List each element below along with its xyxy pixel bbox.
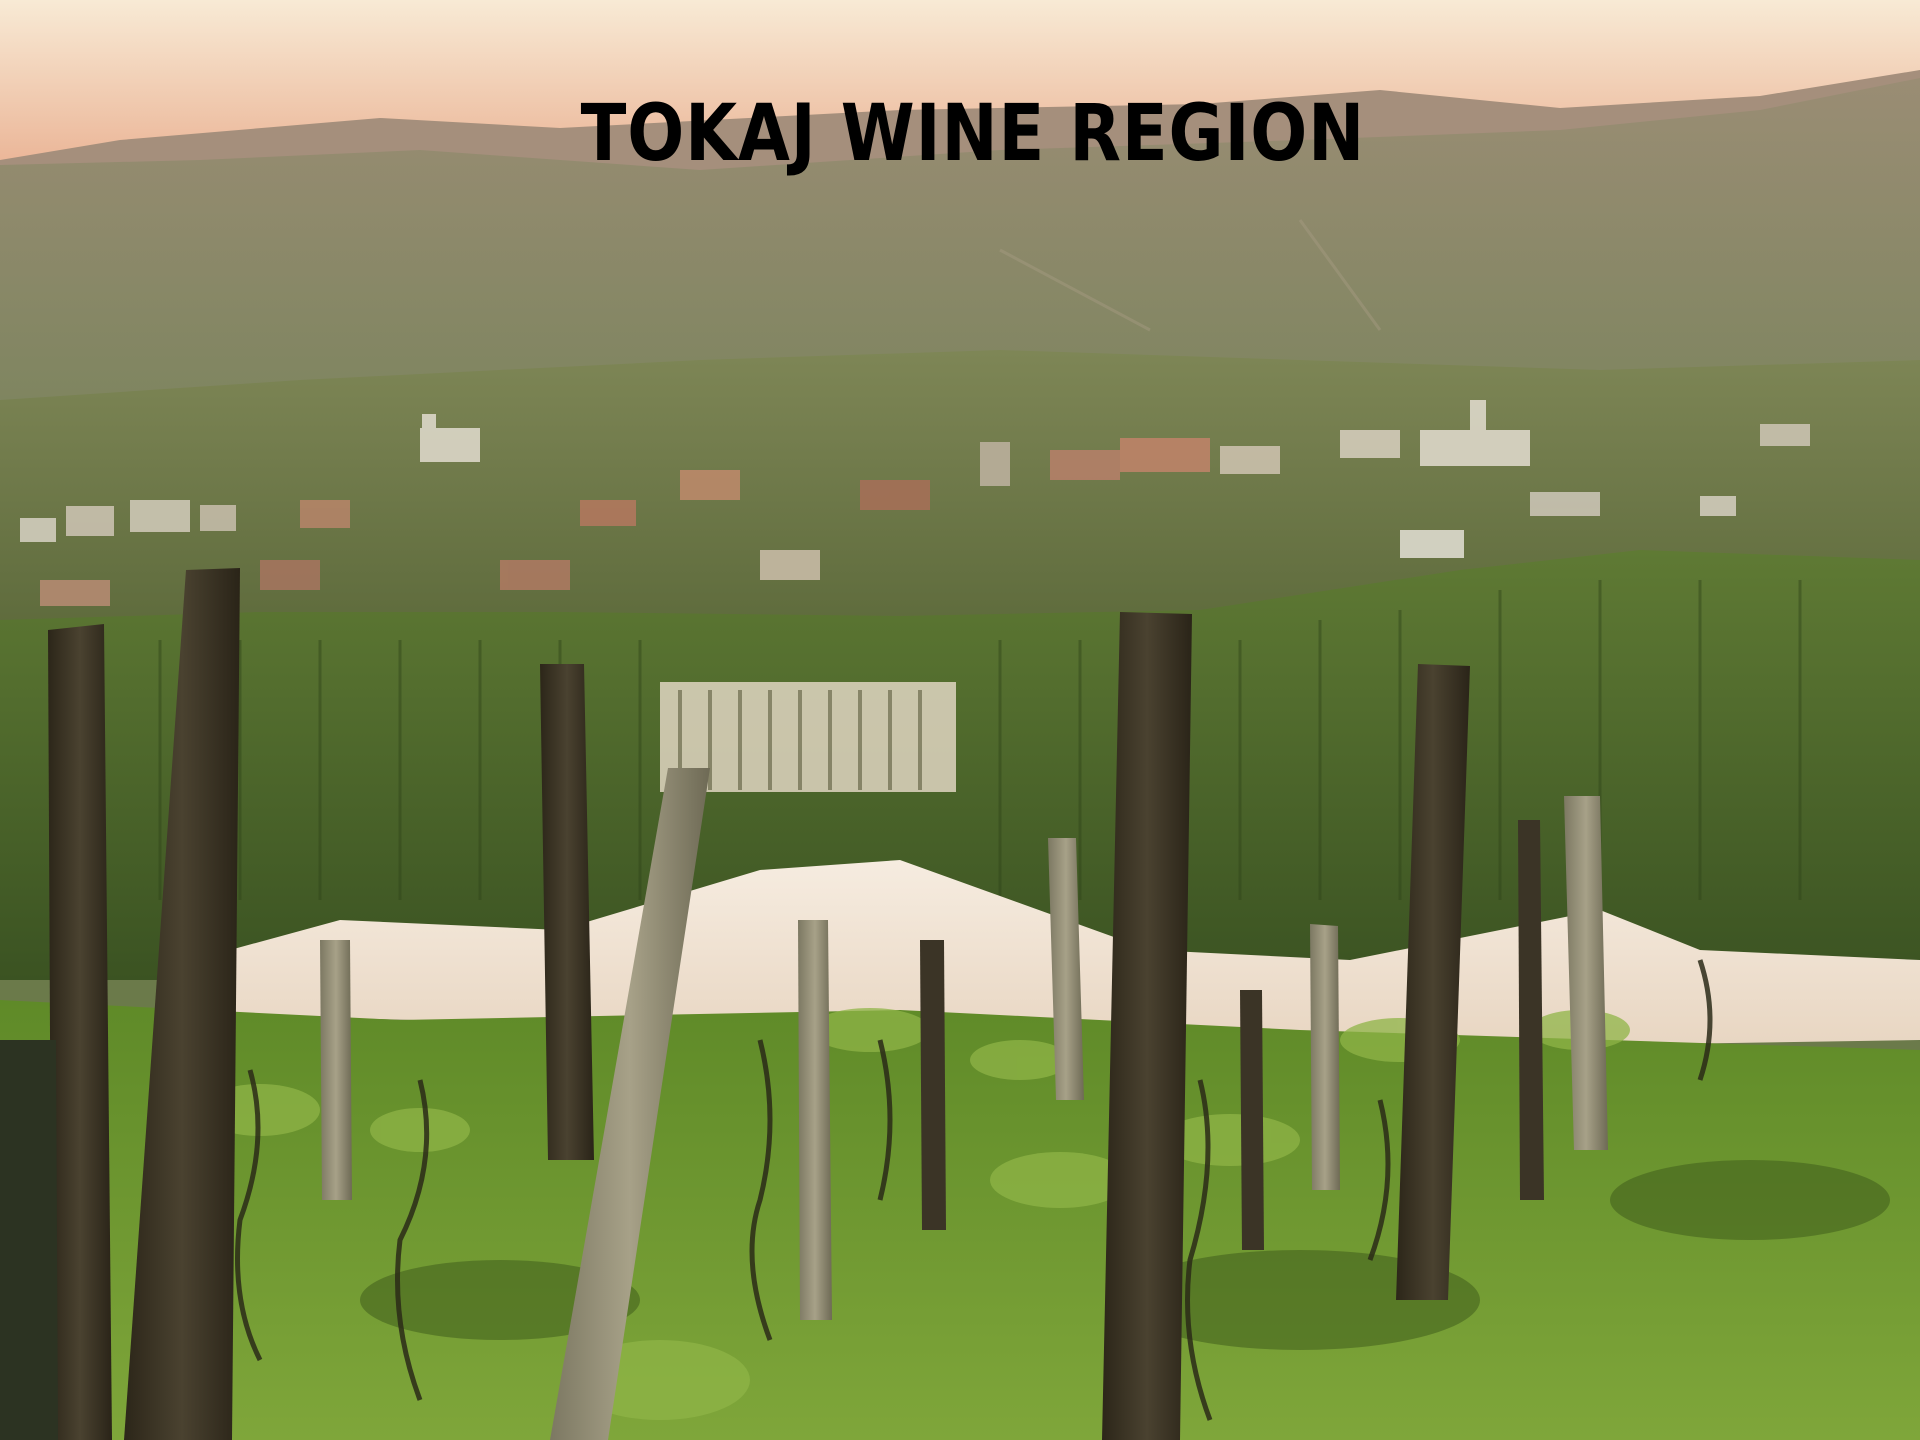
- valley: [0, 350, 1920, 630]
- town: [20, 400, 1810, 606]
- vine-posts: [0, 568, 1608, 1440]
- hills: [0, 78, 1920, 400]
- slide-title: TOKAJ WINE REGION: [580, 89, 1366, 179]
